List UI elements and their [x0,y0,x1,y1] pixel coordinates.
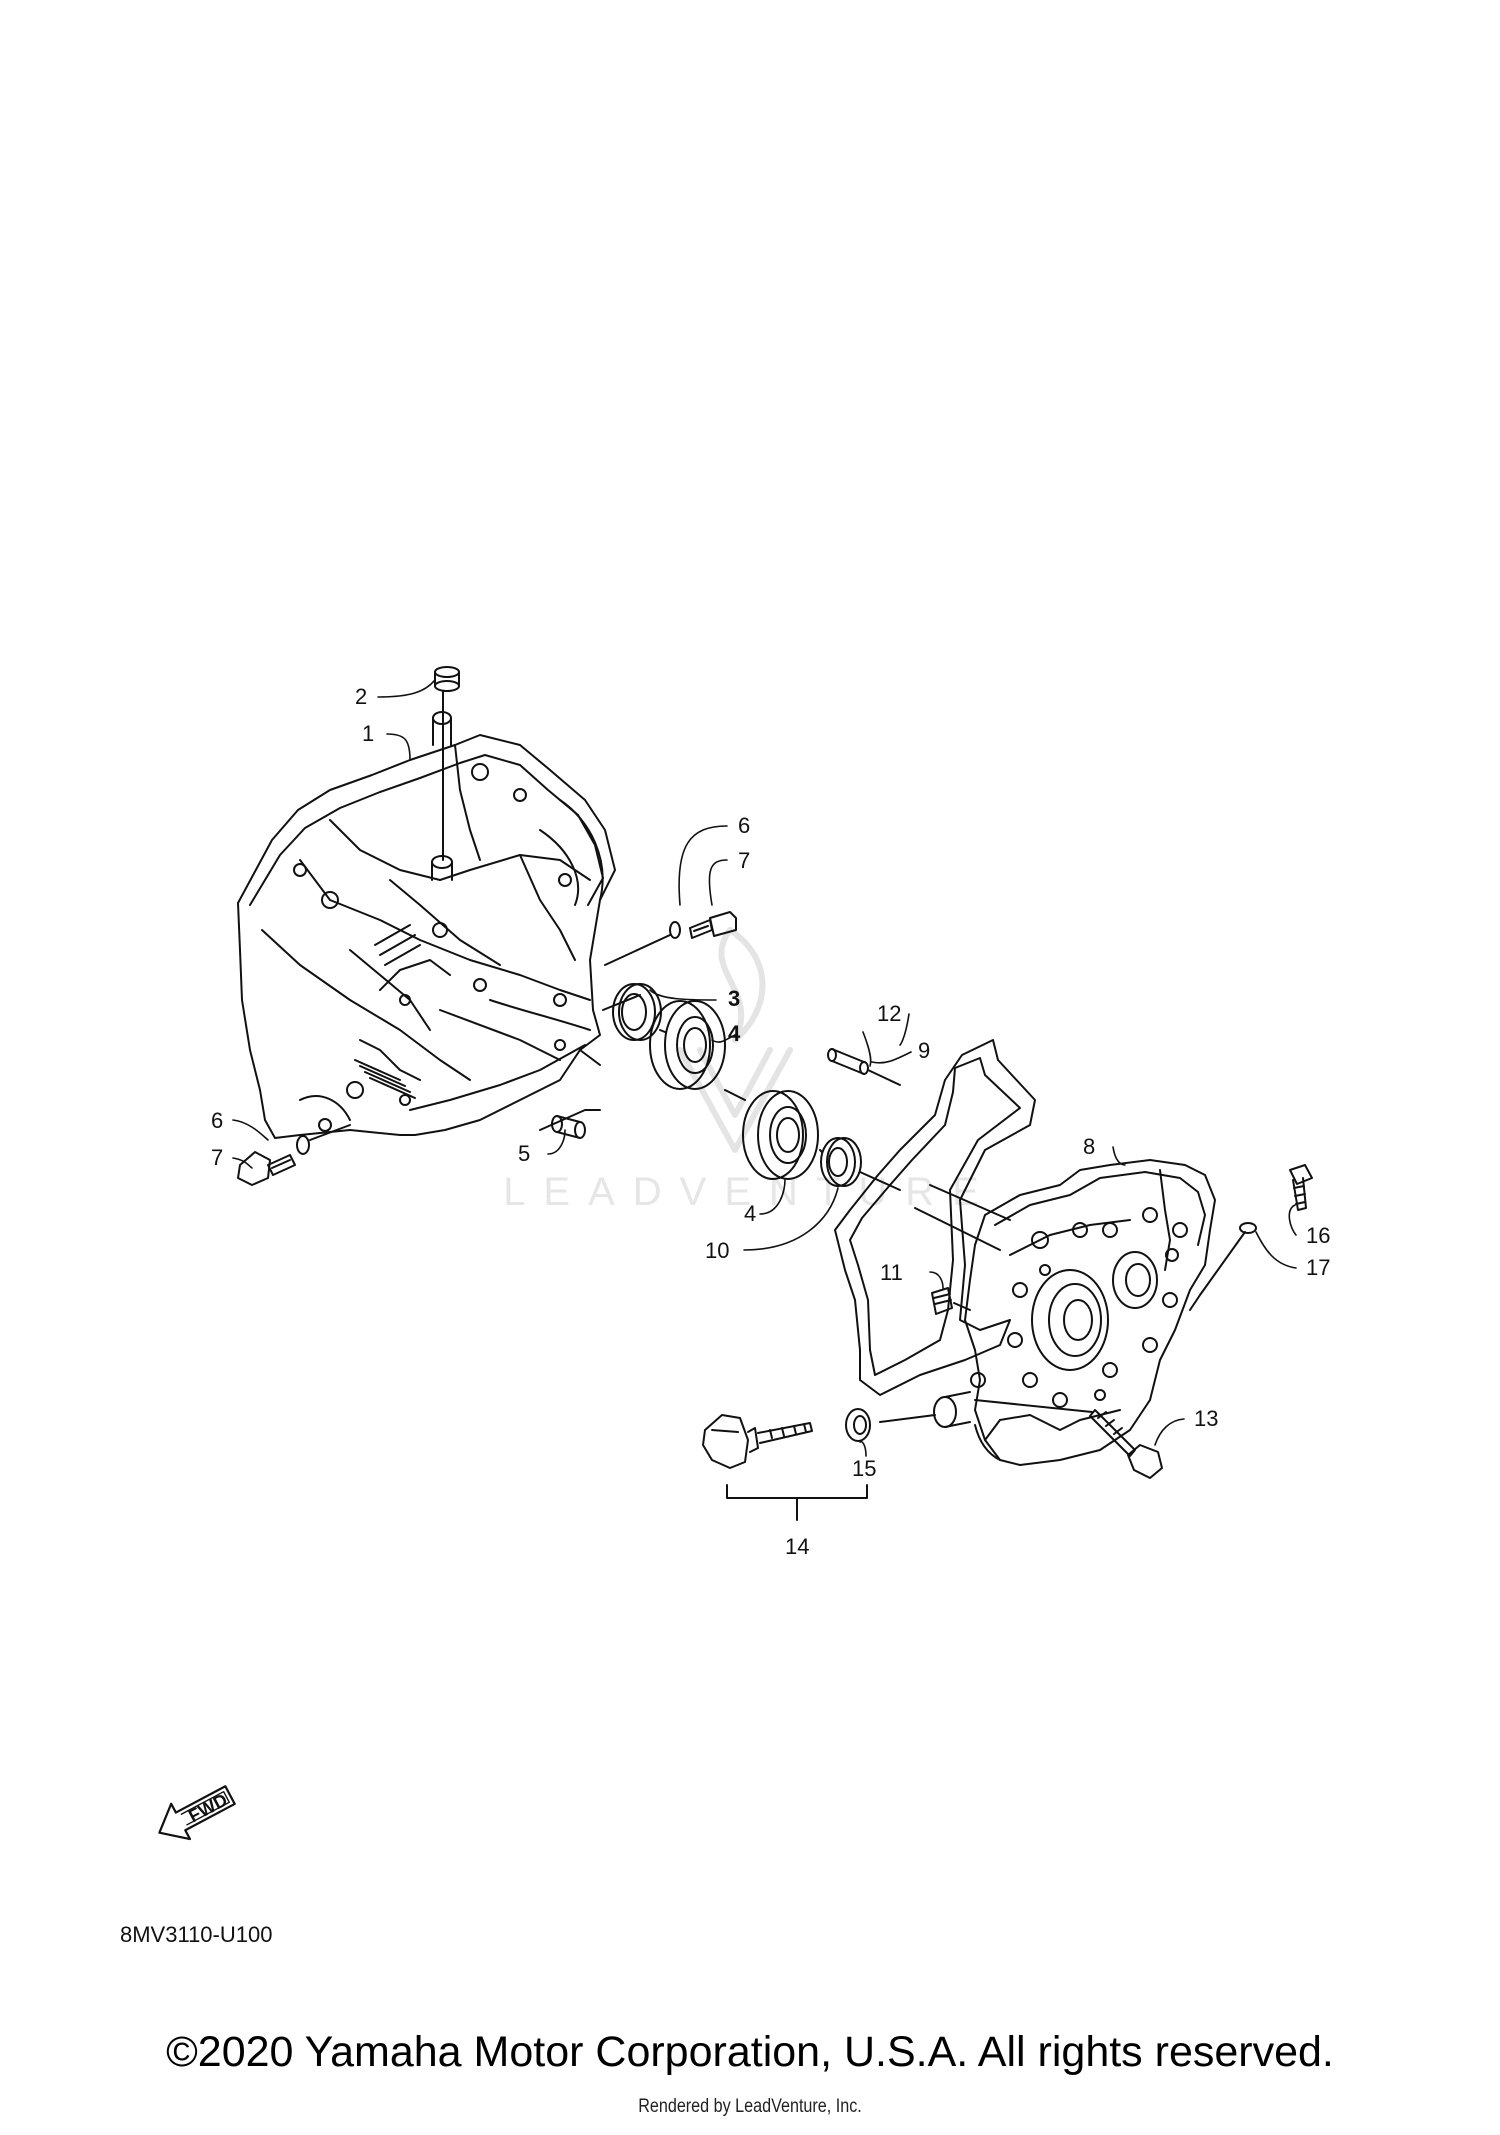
callout-4-upper: 4 [728,1021,741,1046]
callout-leaders [232,679,1297,1457]
plug-11 [931,1287,953,1315]
dipstick-14 [702,1414,813,1469]
bolt-7-upper [689,911,737,939]
pin-9 [827,1048,869,1075]
callout-3: 3 [728,986,741,1011]
washer-6-lower [296,1135,310,1155]
leader-line [1189,1231,1246,1311]
forward-arrow-icon: FWD [158,1785,236,1841]
oil-seal-10 [820,1137,862,1187]
callout-9: 9 [918,1038,931,1063]
callout-8: 8 [1083,1134,1096,1159]
bolt-13 [1089,1409,1163,1479]
callout-5: 5 [518,1141,531,1166]
callout-10: 10 [705,1238,730,1263]
collar-part-2 [434,666,460,692]
leader-line [604,934,671,966]
drain-plug-16 [1289,1164,1313,1211]
leader-line [659,1029,901,1191]
bracket-14 [726,1484,868,1521]
callout-2: 2 [355,684,368,709]
o-ring-17 [1239,1222,1257,1234]
copyright-notice: ©2020 Yamaha Motor Corporation, U.S.A. A… [166,2028,1334,2076]
callout-15: 15 [852,1456,877,1481]
leader-line [879,1414,936,1423]
crankcase-left [237,711,616,1139]
leader-line [914,1184,1011,1251]
leader-line [539,1109,601,1131]
leader-line [309,1124,351,1141]
bearing-4-lower [742,1090,819,1180]
callout-16: 16 [1306,1223,1331,1248]
leader-line [953,1302,971,1311]
callout-7-upper: 7 [738,848,751,873]
callout-17: 17 [1306,1255,1331,1280]
bearing-4-upper [649,1000,726,1090]
callout-12: 12 [877,1001,902,1026]
callout-14: 14 [785,1534,810,1559]
filler-neck [933,1391,971,1428]
watermark-text: LEADVENTURE [503,1170,997,1214]
o-ring-15 [845,1408,871,1442]
callout-7-lower: 7 [211,1145,224,1170]
crankcase-cover-8 [964,1159,1216,1466]
leader-line [602,994,641,1011]
rendered-by-credit: Rendered by LeadVenture, Inc. [638,2096,862,2117]
washer-6-upper [669,921,681,939]
dowel-pin-5 [551,1115,586,1139]
callout-13: 13 [1194,1406,1219,1431]
callout-1: 1 [362,721,375,746]
diagram-code: 8MV3110-U100 [120,1922,273,1947]
watermark-logo [677,927,793,1153]
leader-line [867,1069,901,1086]
callout-6-lower: 6 [211,1108,224,1133]
callout-4-lower: 4 [744,1201,757,1226]
callout-11: 11 [880,1260,903,1285]
callout-6-upper: 6 [738,813,751,838]
leader-line [579,1049,601,1066]
gasket-12 [834,1039,1036,1396]
leader-line [974,1399,1093,1413]
bolt-7-lower [237,1151,296,1186]
